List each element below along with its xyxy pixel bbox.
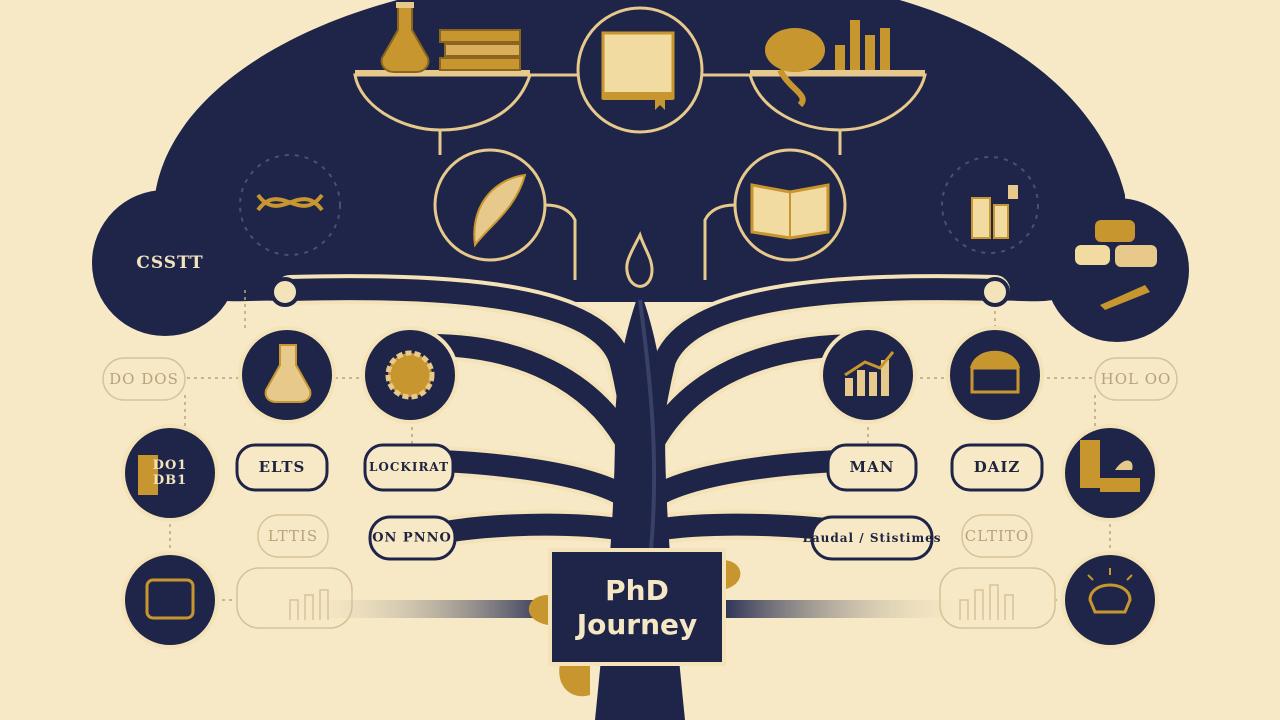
open-book-node [733,148,847,262]
dna-icon [256,193,324,212]
gear-brain-icon [385,350,435,400]
title-line-2: Journey [576,608,698,641]
bar-chart-icon [835,20,890,70]
connector-nodes [270,277,1010,307]
rising-chart-icon [844,351,895,396]
left-box-label: ELTS [258,458,306,476]
left-timeline-bar [300,600,552,618]
lightbulb-brain-icon [1087,568,1133,614]
title-line-1: PhD [605,574,669,607]
ink-drop-icon [625,231,654,288]
title-card [528,548,741,697]
open-book-icon [750,183,830,240]
title-card-text: PhD Journey [552,553,722,663]
right-pill-label: HOL OO [1100,370,1172,388]
right-faint-label: CLTITO [964,527,1030,545]
pencil-icon [1100,285,1150,310]
folder-icon [138,455,158,495]
globe-icon [765,28,825,108]
top-right-shelf [750,20,925,108]
speech-bubbles-icon [1075,220,1157,267]
left-faint-label: LTTIS [267,527,319,545]
computer-icon [145,578,195,620]
center-left-box-1-label: LOCKIRAT [368,460,450,474]
right-timeline-bar [722,600,972,618]
center-right-box-2-label: Laudal / Stistimes [802,531,942,545]
rising-chart-node [819,326,917,424]
lightbulb-brain-node [1061,551,1159,649]
right-box-label: DAIZ [973,458,1021,476]
computer-node [121,551,219,649]
left-pill-label: DO DOS [109,370,179,388]
beaker-icon [264,344,312,403]
canopy-faint-rings [239,154,1039,256]
center-right-box-1-label: MAN [849,458,895,476]
beaker-node [238,326,336,424]
faint-bar-charts [289,584,1014,620]
flask-icon [380,2,430,73]
book-node [576,6,704,134]
canopy-connector-lines [353,73,927,280]
document-stack-node [1061,424,1159,522]
center-left-box-2-label: ON PNNO [372,530,452,546]
label-boxes [102,357,1178,629]
folder-node [121,424,219,522]
institution-icon [970,350,1020,394]
gear-brain-node [361,326,459,424]
quill-node [433,148,547,262]
lab-instrument-icon [971,185,1018,239]
document-stack-icon [1080,440,1140,492]
institution-node [946,326,1044,424]
books-icon [439,29,521,71]
top-left-label: CSSTT [136,253,204,273]
book-icon [601,31,675,110]
quill-icon [473,173,527,248]
top-left-shelf [355,2,530,76]
left-circle-label: DO1 DB1 [152,458,188,488]
